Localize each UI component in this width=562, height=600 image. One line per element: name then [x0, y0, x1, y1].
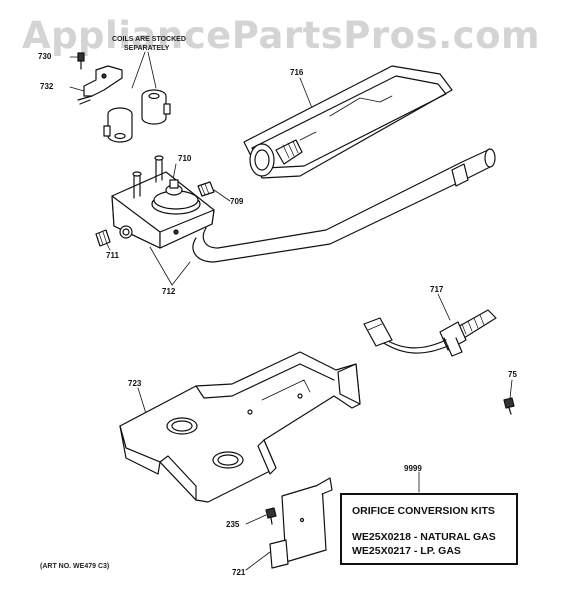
kit-lp-gas: WE25X0217 - LP. GAS [352, 545, 461, 557]
callout-711: 711 [106, 251, 119, 260]
igniter-717-icon [363, 309, 497, 357]
kit-natural-gas: WE25X0218 - NATURAL GAS [352, 531, 496, 543]
callout-710: 710 [178, 154, 192, 163]
gas-valve-coils-icon [103, 89, 171, 143]
callout-723: 723 [128, 379, 142, 388]
callout-721: 721 [232, 568, 246, 577]
coils-stock-note-line-2: SEPARATELY [124, 45, 170, 52]
watermark: AppliancePartsPros.com [21, 14, 541, 57]
screw-235-icon [265, 507, 277, 525]
burner-tube-716-icon [243, 65, 453, 179]
callout-717: 717 [430, 285, 444, 294]
callout-716: 716 [290, 68, 304, 77]
screw-730-icon [77, 52, 85, 70]
callout-9999: 9999 [404, 464, 422, 473]
callout-709: 709 [230, 197, 244, 206]
callout-732: 732 [40, 82, 54, 91]
leader-lines [69, 51, 513, 571]
screw-75-icon [503, 397, 515, 415]
callout-235: 235 [226, 520, 240, 529]
callout-75: 75 [508, 370, 517, 379]
shield-721-icon [269, 477, 333, 569]
fitting-711-icon [95, 229, 111, 247]
gas-pipe-icon [192, 148, 496, 263]
callout-712: 712 [162, 287, 176, 296]
orifice-kit-box: ORIFICE CONVERSION KITS WE25X0218 - NATU… [340, 493, 518, 565]
kit-box-title: ORIFICE CONVERSION KITS [352, 505, 495, 517]
burner-bracket-723-icon [119, 351, 361, 503]
gas-valve-710-icon [111, 155, 215, 249]
orifice-709-icon [197, 181, 215, 197]
art-number: (ART NO. WE479 C3) [40, 563, 110, 570]
callout-730: 730 [38, 52, 52, 61]
coil-bracket-732-icon [77, 65, 123, 105]
coils-stock-note: COILS ARE STOCKED [112, 36, 186, 43]
